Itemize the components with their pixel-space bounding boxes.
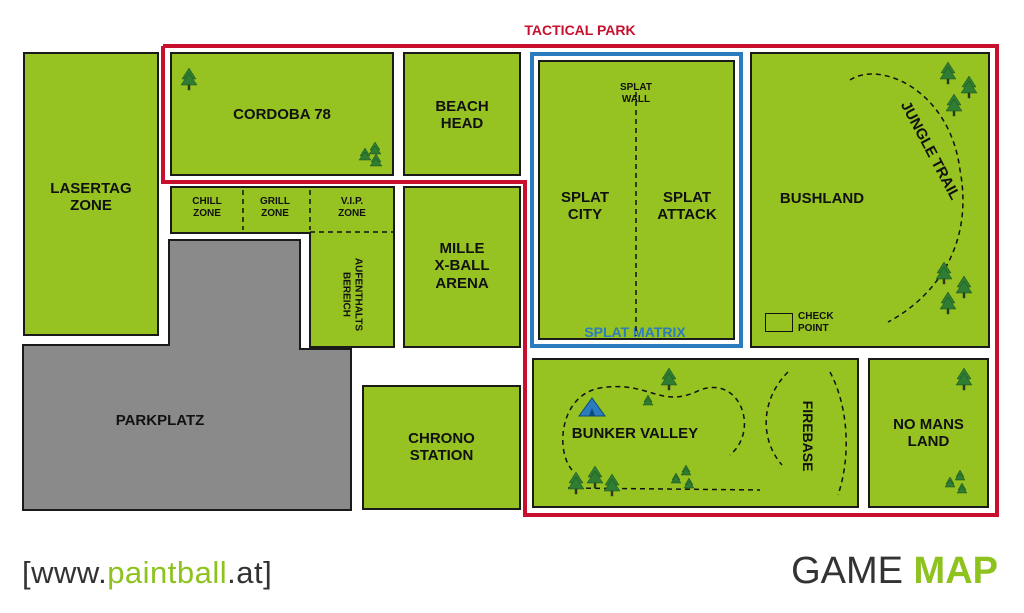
- checkpoint-box-icon: [765, 313, 793, 332]
- label-mille: MILLE X-BALL ARENA: [434, 240, 490, 292]
- game-word: GAME: [791, 550, 914, 592]
- splat-matrix-border: [530, 52, 743, 348]
- tree-icon: [369, 153, 383, 167]
- url-brand: paintball: [107, 555, 228, 590]
- url-prefix: [www.: [22, 555, 108, 590]
- tree-icon: [368, 141, 382, 155]
- zone-chill-grill-vip[interactable]: [170, 186, 395, 234]
- label-splat-wall: SPLAT WALL: [619, 82, 653, 105]
- label-cordoba: CORDOBA 78: [233, 106, 331, 123]
- label-chrono: CHRONO STATION: [408, 430, 475, 465]
- tree-icon: [642, 394, 654, 406]
- tree-icon: [955, 367, 973, 391]
- map-title: TACTICAL PARK: [524, 22, 636, 38]
- label-chill: CHILL ZONE: [192, 196, 222, 219]
- label-bushland: BUSHLAND: [779, 190, 865, 207]
- label-splat-city: SPLAT CITY: [560, 189, 610, 224]
- zone-chrono[interactable]: [362, 385, 521, 510]
- label-bunker-valley: BUNKER VALLEY: [571, 425, 699, 442]
- tree-icon: [660, 367, 678, 391]
- tree-icon: [358, 147, 372, 161]
- label-no-mans-land: NO MANS LAND: [893, 416, 964, 451]
- tree-icon: [180, 67, 198, 91]
- tree-icon: [683, 477, 695, 489]
- zone-bunker-valley[interactable]: [532, 358, 859, 508]
- tree-icon: [956, 482, 968, 494]
- label-parkplatz: PARKPLATZ: [115, 412, 205, 429]
- tree-icon: [939, 61, 957, 85]
- tree-icon: [567, 471, 585, 495]
- zone-aufenthalt[interactable]: [309, 232, 395, 348]
- label-beach-head: BEACH HEAD: [435, 98, 489, 133]
- tree-icon: [935, 261, 953, 285]
- label-check-point: CHECK POINT: [798, 311, 834, 334]
- label-vip: V.I.P. ZONE: [338, 196, 366, 219]
- tree-icon: [603, 473, 621, 497]
- label-splat-matrix: SPLAT MATRIX: [584, 324, 686, 340]
- tree-icon: [939, 291, 957, 315]
- url-suffix: .at]: [227, 555, 273, 590]
- footer-url[interactable]: [www.paintball.at]: [22, 555, 272, 591]
- tent-icon: [578, 397, 606, 417]
- tree-icon: [670, 472, 682, 484]
- map-word: MAP: [913, 550, 998, 592]
- label-splat-attack: SPLAT ATTACK: [657, 189, 717, 224]
- zone-cordoba[interactable]: [170, 52, 394, 176]
- tree-icon: [960, 75, 978, 99]
- label-grill: GRILL ZONE: [260, 196, 290, 219]
- tree-icon: [954, 469, 966, 481]
- zone-beach-head[interactable]: [403, 52, 521, 176]
- tree-icon: [680, 464, 692, 476]
- zone-mille[interactable]: [403, 186, 521, 348]
- footer-game-map: GAME MAP: [791, 550, 998, 593]
- tree-icon: [586, 465, 604, 489]
- zone-lasertag[interactable]: [23, 52, 159, 336]
- tree-icon: [955, 275, 973, 299]
- tree-icon: [945, 93, 963, 117]
- label-lasertag: LASERTAG ZONE: [50, 180, 132, 215]
- tree-icon: [944, 476, 956, 488]
